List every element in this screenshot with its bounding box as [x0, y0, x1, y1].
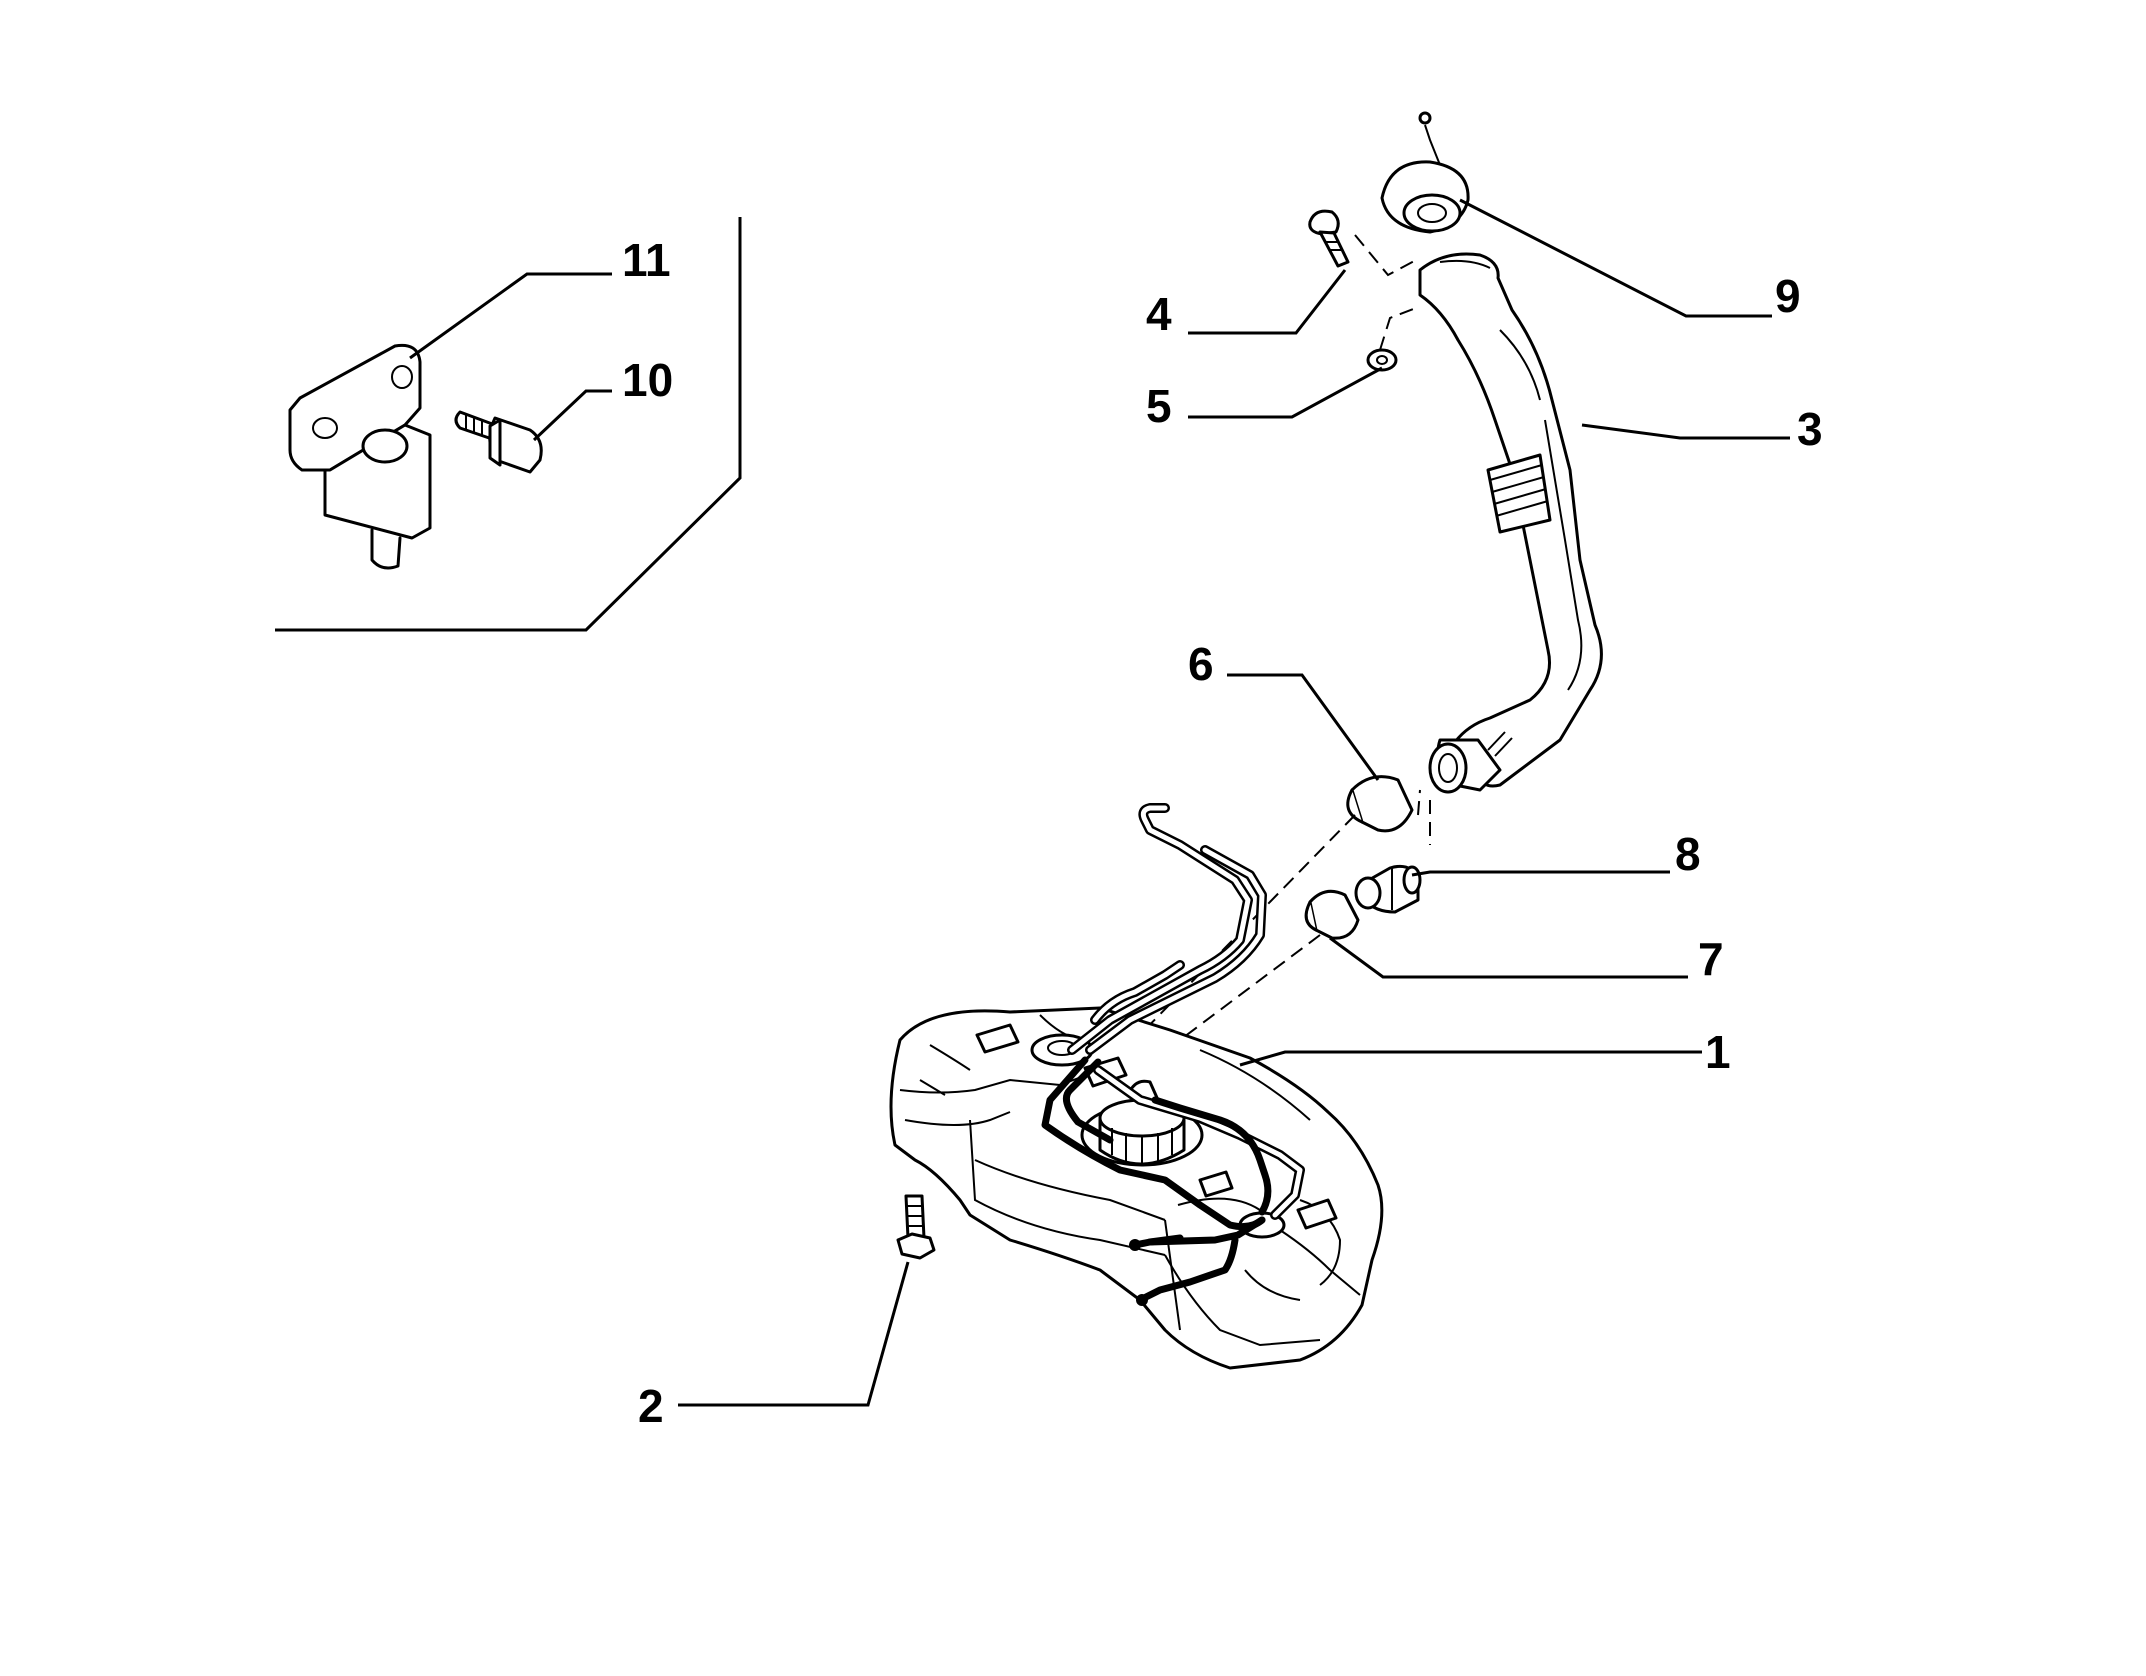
leader-7 — [1329, 936, 1688, 979]
leader-2 — [678, 1261, 910, 1407]
leader-lines — [409, 198, 1790, 1407]
part-4-screw — [1308, 209, 1350, 268]
part-3-filler-pipe — [1418, 252, 1603, 794]
leader-10 — [532, 389, 612, 442]
callout-9: 9 — [1775, 270, 1801, 322]
callout-8: 8 — [1675, 828, 1701, 880]
leader-3 — [1581, 423, 1790, 440]
leader-5 — [1188, 366, 1383, 419]
leader-1 — [1239, 1050, 1702, 1067]
callout-1: 1 — [1705, 1026, 1731, 1078]
callout-6: 6 — [1188, 638, 1214, 690]
part-8-connector — [1354, 864, 1422, 914]
leader-9 — [1459, 198, 1772, 318]
part-11-bracket — [288, 343, 432, 570]
callout-2: 2 — [638, 1380, 664, 1432]
part-5-nut — [1366, 348, 1398, 372]
leader-6 — [1227, 673, 1380, 781]
callout-5: 5 — [1146, 380, 1172, 432]
part-10-bolt — [454, 410, 543, 474]
callout-3: 3 — [1797, 403, 1823, 455]
tank-lines — [1041, 803, 1305, 1306]
part-7-clamp — [1304, 889, 1360, 940]
leader-4 — [1188, 269, 1347, 335]
part-9-filler-cap — [1380, 111, 1470, 234]
part-2-bolt — [896, 1194, 936, 1260]
part-1-fuel-tank — [889, 1006, 1384, 1370]
callout-11: 11 — [622, 234, 671, 286]
callout-10: 10 — [622, 354, 673, 406]
callout-7: 7 — [1698, 933, 1724, 985]
callout-labels: 1 2 3 4 5 6 7 8 9 10 11 — [622, 234, 1823, 1432]
leader-8 — [1411, 870, 1670, 877]
part-6-clamp — [1346, 775, 1414, 833]
callout-4: 4 — [1146, 288, 1172, 340]
leader-11 — [409, 272, 612, 360]
inset-frame — [275, 217, 742, 632]
